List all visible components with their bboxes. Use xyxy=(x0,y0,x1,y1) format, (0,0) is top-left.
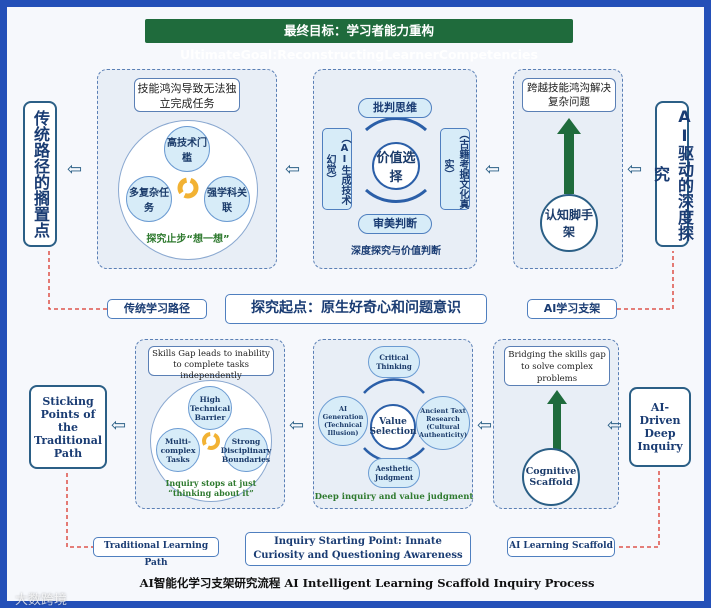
cycle-icon-en xyxy=(202,432,220,450)
ai-deep-inquiry-label-en: AI-Driven Deep Inquiry xyxy=(629,387,691,467)
cognitive-scaffold-node-en: Cognitive Scaffold xyxy=(522,448,580,506)
bridging-title-en: Bridging the skills gap to solve complex… xyxy=(504,346,610,386)
sticking-points-label: 传统路径的搁置点 xyxy=(23,101,57,247)
ancient-text-text: （古籍考据文化真实） xyxy=(442,129,468,209)
ai-deep-inquiry-text: AI驱动的深度探究 xyxy=(651,107,694,241)
traditional-path-tag-bottom: Traditional Learning Path xyxy=(93,537,219,568)
high-barrier-bubble: 高技术门槛 xyxy=(164,126,210,172)
ancient-text-node-en: Ancient Text Research (Cultural Authenti… xyxy=(416,396,470,450)
arrow-to-skills-bottom: ⇦ xyxy=(289,415,305,436)
traditional-path-tag-top: 传统学习路径 xyxy=(107,299,207,319)
arrow-to-bridging-bottom: ⇦ xyxy=(607,415,623,436)
ai-illusion-node: （AI生成技术幻觉） xyxy=(322,128,352,210)
sticking-points-text: 传统路径的搁置点 xyxy=(31,110,50,238)
arrow-to-skills-top: ⇦ xyxy=(285,159,301,180)
critical-thinking-node-en: Critical Thinking xyxy=(368,346,420,378)
arrow-to-value-bottom: ⇦ xyxy=(477,415,493,436)
complex-tasks-bubble-en: Multi-complex Tasks xyxy=(156,428,200,472)
inquiry-stops-caption-en: Inquiry stops at just “thinking about it… xyxy=(165,478,257,498)
inquiry-start-top: 探究起点：原生好奇心和问题意识 xyxy=(225,294,487,324)
scaffold-up-arrow-en xyxy=(547,390,567,450)
deep-inquiry-caption: 深度探究与价值判断 xyxy=(351,246,441,257)
arrow-to-bridging-top: ⇦ xyxy=(627,159,643,180)
cognitive-scaffold-node: 认知脚手架 xyxy=(540,194,598,252)
value-cycle-arrows xyxy=(365,117,427,203)
value-selection-node-en: Value Selection xyxy=(370,404,417,450)
discipline-bubble-en: Strong Disciplinary Boundaries xyxy=(221,428,271,472)
arrow-to-value-top: ⇦ xyxy=(485,159,501,180)
aesthetic-judgment-node: 审美判断 xyxy=(358,214,432,234)
scaffold-up-arrow xyxy=(557,118,581,194)
complex-tasks-bubble: 多复杂任务 xyxy=(126,176,172,222)
ai-deep-inquiry-label: AI驱动的深度探究 xyxy=(651,101,694,247)
ancient-text-node: （古籍考据文化真实） xyxy=(440,128,470,210)
cycle-icon xyxy=(177,177,199,199)
skills-gap-title-en: Skills Gap leads to inability to complet… xyxy=(148,346,274,381)
skills-gap-panel-en: Skills Gap leads to inability to complet… xyxy=(135,339,285,509)
watermark: 大数跨境 xyxy=(15,593,68,608)
bottom-connectors xyxy=(66,471,660,548)
goal-banner: 最终目标：学习者能力重构 UltimateGoal:Reconstructing… xyxy=(145,19,573,62)
discipline-bubble: 强学科关联 xyxy=(204,176,250,222)
ai-support-tag-top: AI学习支架 xyxy=(527,299,617,319)
value-selection-node: 价值选择 xyxy=(372,142,420,190)
ai-illusion-node-en: AI Generation (Technical Illusion) xyxy=(318,396,368,446)
high-barrier-bubble-en: High Technical Barrier xyxy=(188,386,232,430)
value-judgment-panel: 批判思维 （AI生成技术幻觉） （古籍考据文化真实） 价值选择 审美判断 深度探… xyxy=(313,69,477,269)
inquiry-start-bottom: Inquiry Starting Point: Innate Curiosity… xyxy=(245,532,471,566)
value-judgment-panel-en: Critical Thinking AI Generation (Technic… xyxy=(313,339,473,509)
bridging-title: 跨越技能鸿沟解决复杂问题 xyxy=(522,78,616,112)
deep-inquiry-caption-en: Deep inquiry and value judgment xyxy=(314,492,474,502)
figure-caption: AI智能化学习支架研究流程 AI Intelligent Learning Sc… xyxy=(139,576,595,590)
inquiry-stops-caption: 探究止步“想一想” xyxy=(146,234,230,245)
sticking-points-label-en: Sticking Points of the Traditional Path xyxy=(29,385,107,469)
top-connectors xyxy=(48,251,674,310)
aesthetic-judgment-node-en: Aesthetic Judgment xyxy=(368,458,420,488)
skills-gap-title: 技能鸿沟导致无法独立完成任务 xyxy=(134,78,240,112)
skills-gap-panel: 技能鸿沟导致无法独立完成任务 高技术门槛 多复杂任务 强学科关联 探究止步“想一… xyxy=(97,69,277,269)
arrow-to-sticking-bottom: ⇦ xyxy=(111,415,127,436)
ai-support-tag-bottom: AI Learning Scaffold xyxy=(507,537,615,557)
arrow-to-sticking-top: ⇦ xyxy=(67,159,83,180)
bridging-panel-en: Bridging the skills gap to solve complex… xyxy=(493,339,619,509)
bridging-panel: 跨越技能鸿沟解决复杂问题 认知脚手架 xyxy=(513,69,623,269)
critical-thinking-node: 批判思维 xyxy=(358,98,432,118)
ai-illusion-text: （AI生成技术幻觉） xyxy=(324,133,350,205)
